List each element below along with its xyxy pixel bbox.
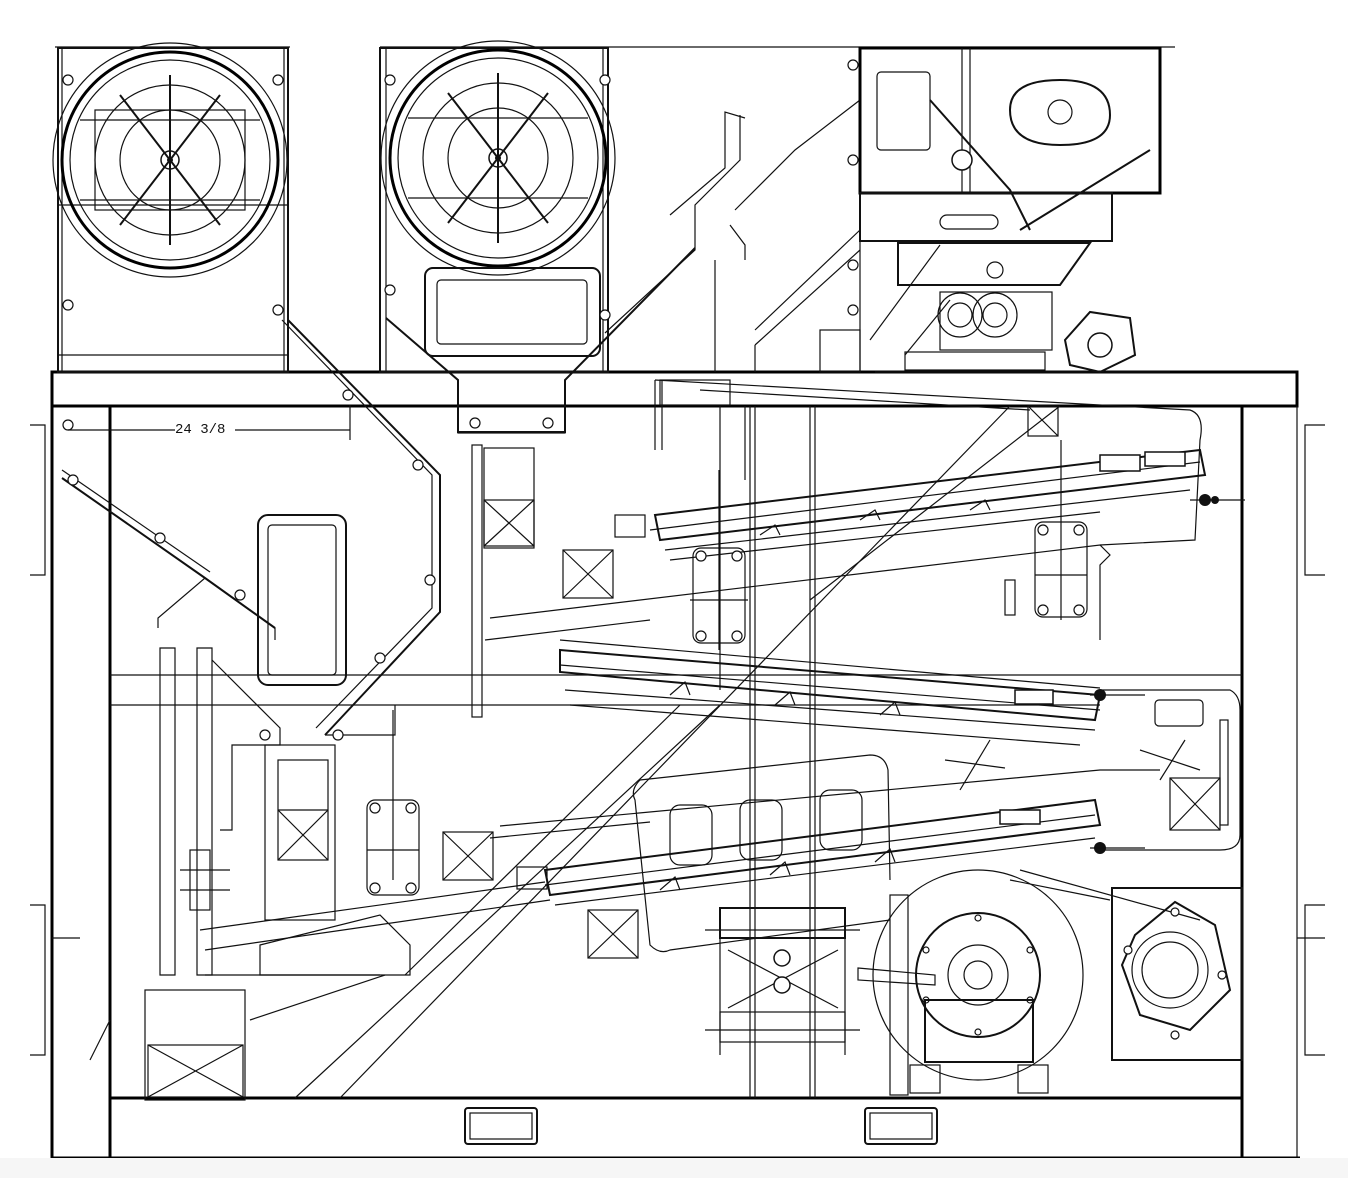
footer-band (0, 1158, 1348, 1178)
collection-box (562, 549, 614, 599)
collection-box (1169, 777, 1221, 831)
left-chute-panel (62, 389, 436, 976)
sorting-deck-middle (489, 639, 1241, 851)
feed-hopper (819, 46, 1170, 374)
collection-box (442, 831, 494, 881)
dimension-24-3-8: 24 3/8 (68, 405, 351, 440)
collection-box (587, 909, 639, 959)
bearing-plate (690, 470, 748, 650)
collection-box (144, 989, 246, 1101)
sorting-deck-bottom (199, 754, 1145, 976)
fan-housing-right (379, 40, 616, 373)
drive-frame (705, 907, 860, 1055)
air-chutes (61, 99, 861, 736)
bearing-plate (366, 710, 420, 896)
fan-housing-left (52, 42, 289, 373)
sorting-deck-top (484, 379, 1245, 641)
bearing-plate (1034, 440, 1088, 620)
collection-boxes (144, 405, 1221, 1101)
dimension-text: 24 3/8 (175, 422, 225, 438)
diagonal-braces (89, 405, 1061, 1099)
fan-wheel-left (52, 42, 288, 278)
collection-box (483, 447, 535, 549)
motor-drum-right (1111, 887, 1243, 1061)
motor-drum-center (857, 869, 1201, 1096)
fan-wheel-right (380, 40, 616, 276)
bearing-plates (366, 440, 1088, 896)
collection-box (1027, 405, 1059, 437)
misc-details (180, 379, 1229, 911)
machine-frame (30, 370, 1325, 1160)
